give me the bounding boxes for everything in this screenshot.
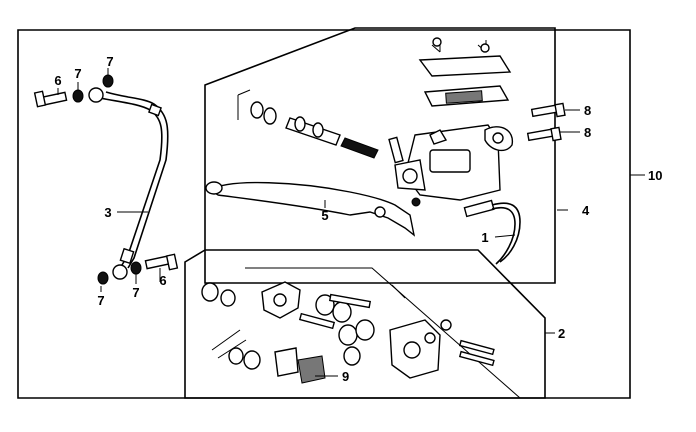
callout-6-bottom: 6 bbox=[159, 273, 166, 288]
callout-8-a: 8 bbox=[584, 103, 591, 118]
callout-2: 2 bbox=[558, 326, 565, 341]
caliper-bracket bbox=[261, 281, 301, 319]
sealing-washers bbox=[72, 74, 142, 285]
master-cylinder-body bbox=[394, 124, 514, 201]
banjo-bolt-top bbox=[33, 90, 68, 108]
leader-lines bbox=[57, 68, 645, 377]
caliper-seals bbox=[201, 282, 375, 370]
callout-9: 9 bbox=[342, 369, 349, 384]
caliper-body bbox=[389, 319, 441, 379]
callout-7-a: 7 bbox=[74, 66, 81, 81]
assembly-frame bbox=[17, 29, 631, 399]
callout-7-d: 7 bbox=[132, 285, 139, 300]
reservoir-cap bbox=[418, 37, 512, 107]
callout-7-c: 7 bbox=[97, 293, 104, 308]
callout-7-b: 7 bbox=[106, 54, 113, 69]
caliper-box bbox=[184, 249, 546, 399]
callout-6-top: 6 bbox=[54, 73, 61, 88]
clamp-bolts bbox=[526, 102, 566, 142]
brake-light-switch bbox=[463, 199, 521, 265]
callout-8-b: 8 bbox=[584, 125, 591, 140]
callout-5: 5 bbox=[321, 208, 328, 223]
callout-1: 1 bbox=[481, 230, 488, 245]
brake-lever bbox=[205, 181, 421, 237]
callout-4: 4 bbox=[582, 203, 590, 218]
callout-3: 3 bbox=[104, 205, 111, 220]
brake-pads bbox=[211, 329, 326, 384]
banjo-bolt-bottom bbox=[144, 253, 179, 271]
callout-10: 10 bbox=[648, 168, 662, 183]
brake-hose bbox=[88, 87, 169, 280]
caliper-pins bbox=[298, 284, 495, 367]
master-piston-kit bbox=[237, 89, 404, 164]
